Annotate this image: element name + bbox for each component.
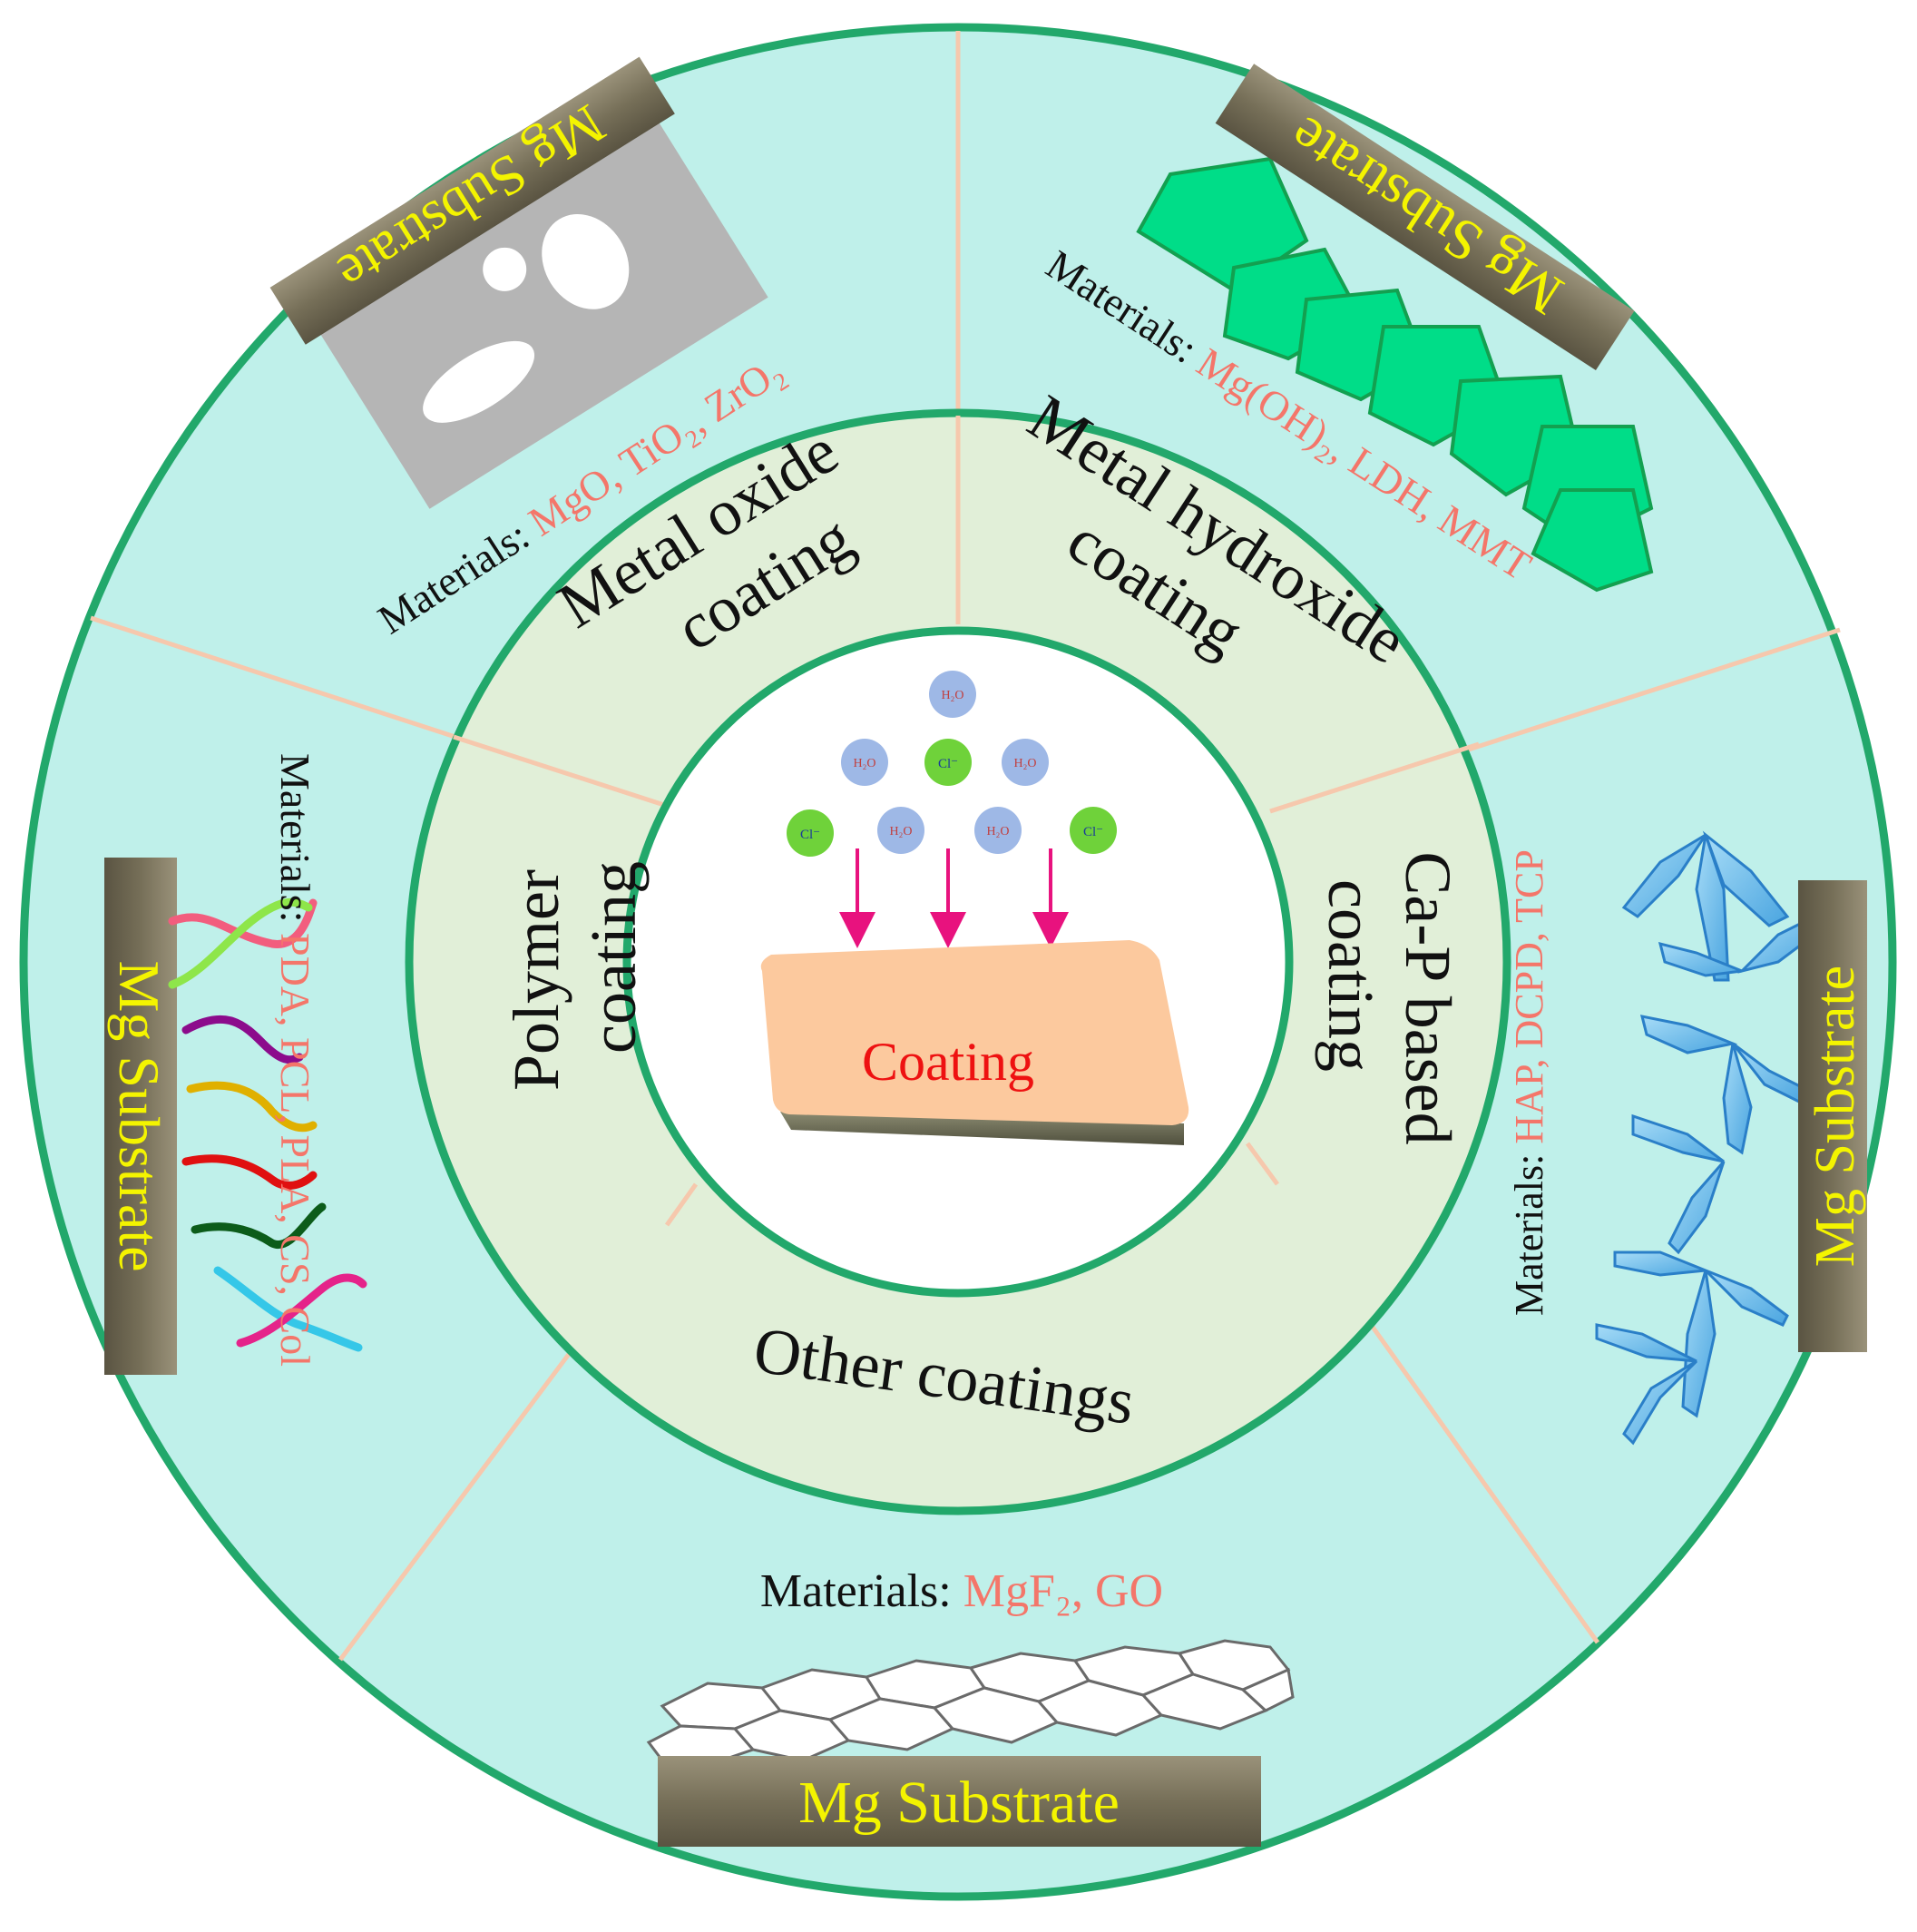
ion-label: Cl⁻	[1083, 825, 1103, 839]
polymer-materials: Materials: PDA, PCL, PLA, CS, Col	[272, 753, 318, 1367]
materials-list: MgF₂, GO	[963, 1565, 1163, 1617]
ca-p-materials: Materials: HAP, DCPD, TCP	[1507, 849, 1551, 1316]
chloride-ion-icon	[924, 739, 972, 786]
mg-substrate-label: Mg Substrate	[1805, 966, 1866, 1267]
ca-p-illustration: Mg Substrate	[1595, 830, 1867, 1446]
mg-substrate-bar	[658, 1756, 1261, 1847]
coating-label: Coating	[862, 1032, 1034, 1092]
svg-text:Materials: HAP, DCPD, TCP: Materials: HAP, DCPD, TCP	[1507, 849, 1551, 1316]
water-molecule-icon	[877, 807, 924, 854]
other-substrate: Mg Substrate	[658, 1756, 1261, 1847]
ion-label: Cl⁻	[938, 757, 958, 771]
category-name-line: coating	[577, 861, 650, 1054]
ion-label: H₂O	[853, 757, 875, 770]
water-molecule-icon	[1002, 739, 1049, 786]
mg-substrate-label: Mg Substrate	[798, 1770, 1120, 1836]
materials-prefix: Materials:	[1507, 1144, 1551, 1316]
materials-list: PDA, PCL, PLA, CS, Col	[272, 933, 318, 1367]
mg-substrate-label: Mg Substrate	[107, 960, 171, 1271]
category-name-line: coating	[1315, 879, 1387, 1072]
other-materials: Materials: MgF₂, GO	[760, 1565, 1163, 1617]
svg-text:Materials: MgF₂, GO: Materials: MgF₂, GO	[760, 1565, 1163, 1617]
polymer-illustration: Mg Substrate	[104, 858, 367, 1375]
ion-label: H₂O	[1013, 757, 1036, 770]
ring-dividers	[453, 416, 1480, 1227]
ion-label: H₂O	[986, 825, 1009, 839]
materials-list: HAP, DCPD, TCP	[1507, 849, 1551, 1143]
category-name-line: Polymer	[500, 869, 572, 1091]
graphene-sheet-icon	[646, 1639, 1295, 1767]
water-molecule-icon	[841, 739, 888, 786]
ion-label: Cl⁻	[800, 828, 820, 842]
ion-label: H₂O	[941, 689, 963, 702]
ion-cluster: H₂O H₂O Cl⁻ H₂O Cl⁻ H₂O H₂O Cl⁻	[787, 671, 1117, 857]
ion-label: H₂O	[889, 825, 912, 839]
diffusion-arrows	[839, 848, 1069, 948]
water-molecule-icon	[974, 807, 1022, 854]
svg-text:Materials: PDA, PCL, PLA, CS,: Materials: PDA, PCL, PLA, CS, Col	[272, 753, 318, 1367]
category-ca-p-label: Ca-P based coating	[1315, 851, 1464, 1144]
water-molecule-icon	[929, 671, 976, 718]
materials-prefix: Materials:	[760, 1565, 963, 1617]
chloride-ion-icon	[787, 809, 834, 857]
polymer-chains-icon	[168, 897, 367, 1352]
category-name-line: Ca-P based	[1392, 851, 1464, 1144]
mg-substrate-bar	[269, 56, 675, 345]
mg-substrate-bar	[1215, 64, 1635, 371]
category-polymer-label: Polymer coating	[500, 861, 650, 1091]
crystal-clusters-icon	[1595, 830, 1816, 1446]
mg-substrate-bar	[104, 858, 177, 1375]
chloride-ion-icon	[1070, 807, 1117, 854]
mg-substrate-bar	[1798, 880, 1867, 1352]
hexagonal-platelets-icon	[1136, 156, 1654, 593]
coating-block: Coating	[760, 940, 1189, 1145]
materials-prefix: Materials:	[272, 753, 318, 933]
